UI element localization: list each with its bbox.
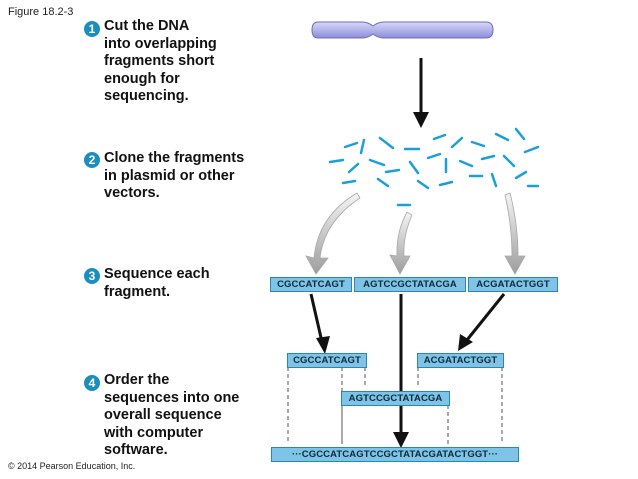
step-1-number: 1 [84, 21, 100, 37]
clone-arrows [305, 192, 526, 275]
sequence-fragment-3: ACGATACTGGT [468, 277, 558, 292]
ordered-sequence-left: CGCCATCAGT [287, 353, 367, 368]
step-4-text: Order the sequences into one overall seq… [104, 372, 240, 458]
dna-fragments [328, 127, 540, 207]
ordered-sequence-middle: AGTCCGCTATACGA [341, 391, 450, 406]
step-4-number: 4 [84, 375, 100, 391]
sequence-fragment-1: CGCCATCAGT [270, 277, 352, 292]
step-3-text: Sequence each fragment. [104, 266, 210, 300]
step-1-text: Cut the DNA into overlapping fragments s… [104, 18, 217, 104]
step-3-number: 3 [84, 268, 100, 284]
step-2-number: 2 [84, 152, 100, 168]
figure-label: Figure 18.2-3 [8, 6, 74, 18]
copyright-notice: © 2014 Pearson Education, Inc. [8, 461, 136, 471]
ordered-sequence-right: ACGATACTGGT [417, 353, 504, 368]
step-2-text: Clone the fragments in plasmid or other … [104, 150, 245, 201]
overall-sequence: ···CGCCATCAGTCCGCTATACGATACTGGT··· [271, 447, 519, 462]
order-arrows [309, 293, 506, 436]
sequence-fragment-2: AGTCCGCTATACGA [354, 277, 466, 292]
chromosome [311, 21, 494, 39]
